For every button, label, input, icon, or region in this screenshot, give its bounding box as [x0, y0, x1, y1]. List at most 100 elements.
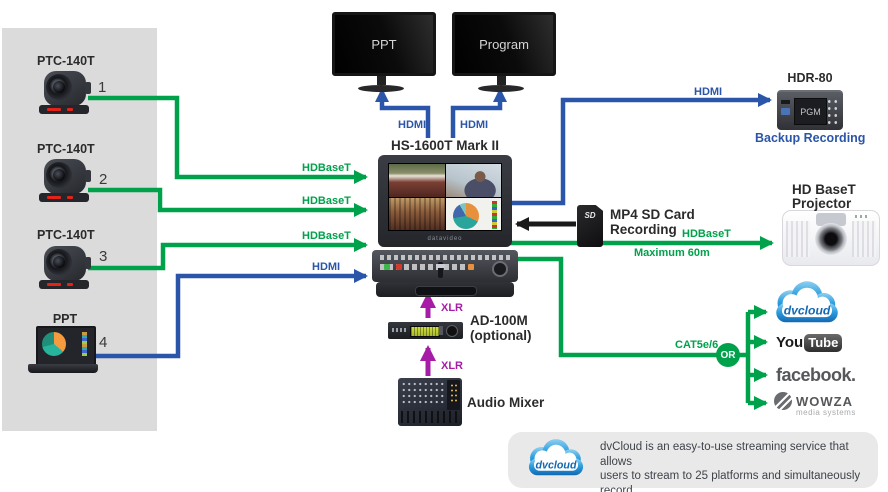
cable-label-xlr-bottom: XLR [441, 360, 463, 372]
camera2-base [39, 193, 89, 202]
laptop-pie-chart [42, 332, 66, 356]
camera1-lens [46, 74, 72, 100]
mixer-label: Audio Mixer [467, 395, 545, 410]
switcher-orange-button [468, 264, 474, 270]
camera3-tab [85, 257, 91, 269]
monitor-program: Program [452, 12, 556, 92]
ad100m-label-line1: AD-100M [470, 313, 528, 328]
multiview-pie-chart [452, 202, 479, 229]
wowza-icon [774, 392, 792, 410]
input-number-4: 4 [99, 334, 108, 351]
cable-label-cam1: HDBaseT [302, 162, 351, 174]
cable-cam2-hdbaset [88, 187, 368, 217]
recorder-title: HDR-80 [787, 71, 833, 85]
wowza-logo-text: WOWZA [796, 393, 853, 409]
cable-cam3-hdbaset [88, 238, 368, 271]
laptop [28, 326, 98, 376]
camera1-led [47, 108, 61, 111]
mixer-leds [450, 383, 458, 403]
recorder-hdr80: PGM [777, 90, 843, 130]
monitor-program-base [478, 85, 524, 92]
projector [782, 210, 880, 266]
laptop-label: PPT [52, 312, 78, 326]
cable-stream-cat5 [514, 256, 746, 358]
recorder-caption: Backup Recording [755, 131, 866, 145]
cable-label-cam3: HDBaseT [302, 230, 351, 242]
switcher-tbar [436, 262, 445, 278]
camera2-label: PTC-140T [37, 142, 95, 156]
camera3-led2 [67, 283, 73, 286]
projector-cap [816, 213, 846, 226]
input-number-1: 1 [98, 79, 107, 96]
dvcloud-logo: dvcloud [768, 280, 846, 335]
infobox-line2: users to stream to 25 platforms and simu… [600, 470, 861, 492]
monitor-ppt: PPT [332, 12, 436, 92]
wowza-logo-subtext: media systems [796, 408, 856, 417]
cable-label-recorder-hdmi: HDMI [694, 86, 723, 98]
recorder-slot [781, 100, 790, 104]
camera3-base [39, 280, 89, 289]
infobox-line1: dvCloud is an easy-to-use streaming serv… [600, 441, 849, 468]
camera2 [37, 156, 91, 204]
cable-recorder-hdmi [510, 93, 772, 206]
camera1-led2 [67, 108, 73, 111]
projector-buttons [855, 215, 869, 218]
dvcloud-logo-text: dvcloud [784, 304, 831, 318]
cable-label-cam2: HDBaseT [302, 195, 351, 207]
youtube-logo-you: You [776, 334, 804, 351]
sd-card-label-line2: Recording [610, 222, 677, 237]
camera2-tab [85, 170, 91, 182]
multiview-speaker [445, 164, 501, 197]
cable-label-hdmi-monitor-left: HDMI [398, 119, 427, 131]
youtube-logo-tube: Tube [804, 334, 843, 352]
or-badge: OR [716, 343, 740, 367]
camera2-led [47, 196, 61, 199]
projector-vent-left [786, 221, 810, 257]
sd-card-badge: SD [584, 211, 596, 220]
switcher-green-button [384, 264, 390, 270]
projector-title-line1: HD BaseT [792, 182, 856, 197]
input-number-3: 3 [99, 248, 108, 265]
switcher-handle [415, 286, 477, 296]
ad100m-label-line2: (optional) [470, 328, 532, 343]
switcher-button-row2 [380, 264, 466, 270]
switcher-control-panel [372, 250, 518, 282]
cable-monitor-ppt-hdmi [375, 88, 431, 138]
cable-laptop-hdmi [96, 269, 368, 359]
cable-label-hdmi-monitor-right: HDMI [460, 119, 489, 131]
monitor-program-screen: Program [452, 12, 556, 76]
ad100m-lcd [410, 326, 440, 337]
laptop-bar-chart [82, 332, 87, 356]
cable-label-xlr-top: XLR [441, 302, 463, 314]
camera2-lens [46, 162, 72, 188]
ad100m-logo [392, 328, 406, 332]
laptop-keyboard [28, 364, 98, 373]
switcher-multiview [388, 163, 502, 231]
cable-label-projector: HDBaseT [682, 228, 731, 240]
projector-title-line2: Projector [792, 196, 852, 211]
cable-monitor-program-hdmi [450, 88, 507, 138]
monitor-program-neck [496, 76, 506, 85]
dvcloud-infobox: dvcloud dvCloud is an easy-to-use stream… [508, 432, 878, 492]
camera1-label: PTC-140T [37, 54, 95, 68]
ad100m-buttons [439, 326, 443, 335]
laptop-screen [36, 326, 96, 366]
monitor-ppt-screen: PPT [332, 12, 436, 76]
switcher-red-button [396, 264, 402, 270]
ad100m [388, 322, 463, 339]
monitor-ppt-base [358, 85, 404, 92]
camera3 [37, 243, 91, 291]
wowza-logo: WOWZA media systems [774, 392, 856, 417]
switcher-brand: datavideo [427, 236, 463, 242]
camera2-led2 [67, 196, 73, 199]
ad100m-knob [446, 325, 458, 337]
recorder-display [781, 108, 790, 115]
multiview-audience [389, 197, 445, 230]
switcher-button-row [380, 255, 510, 260]
switcher-title: HS-1600T Mark II [390, 138, 500, 153]
projector-vent-right [852, 221, 876, 257]
audio-mixer [398, 378, 462, 426]
recorder-buttons [826, 98, 839, 124]
facebook-logo: facebook. [776, 365, 856, 385]
camera1 [37, 68, 91, 116]
